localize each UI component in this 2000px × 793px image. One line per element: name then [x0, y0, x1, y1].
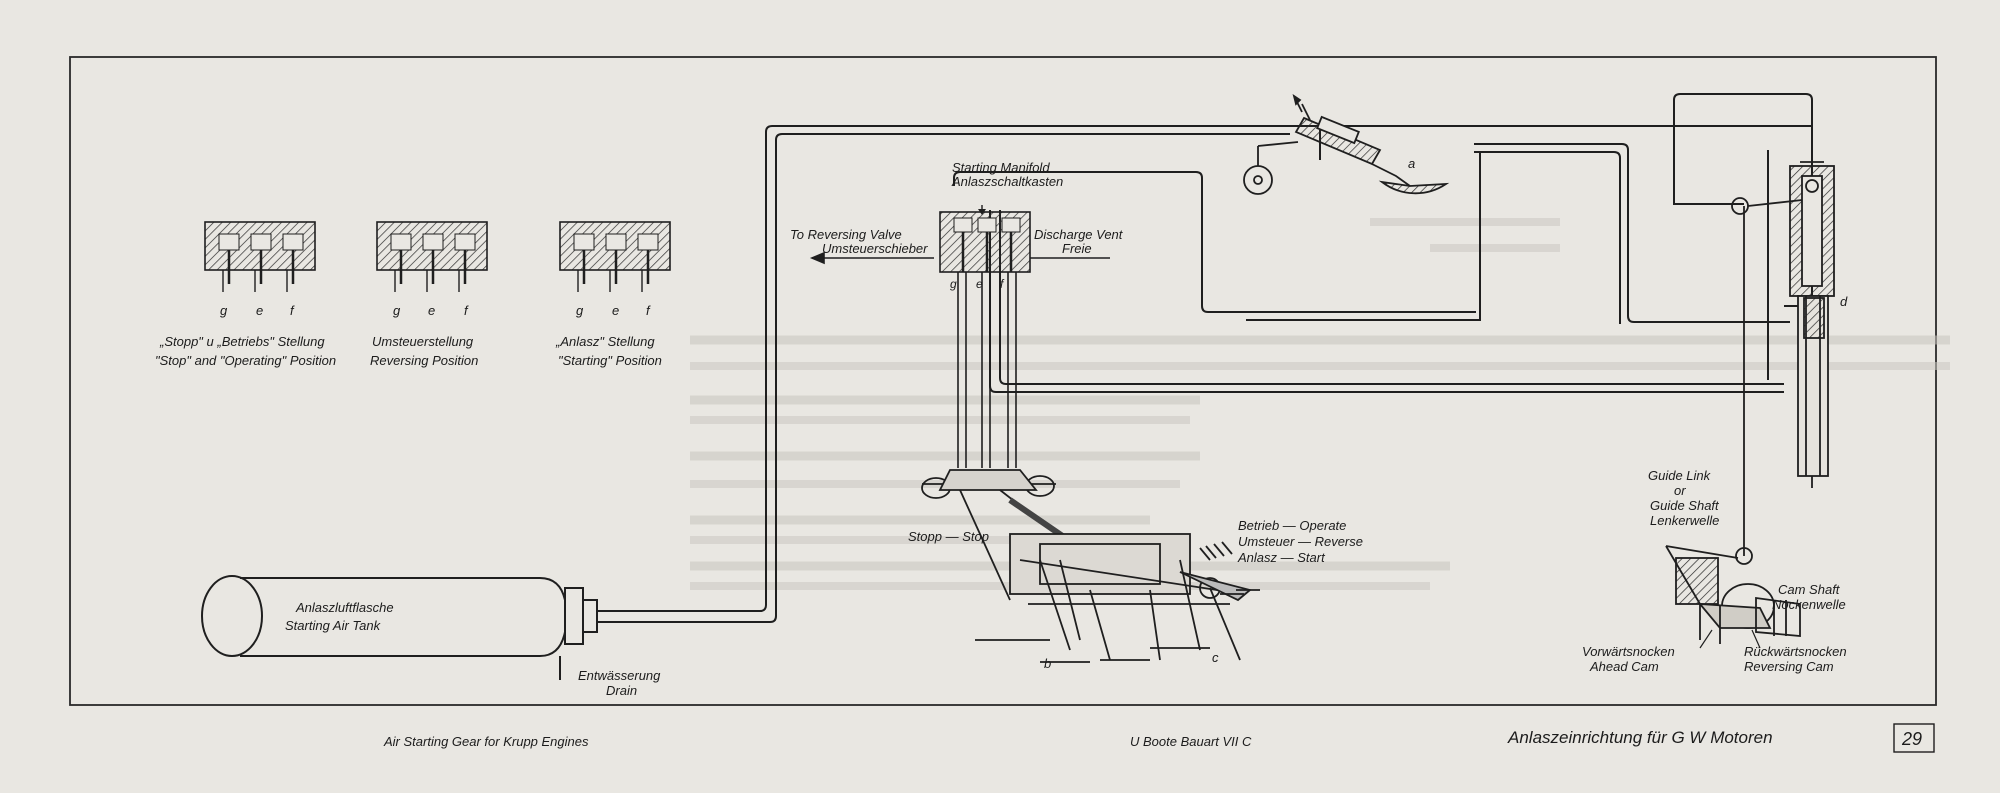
port-label-f: f: [464, 303, 469, 318]
port-label-e: e: [256, 303, 263, 318]
position-block-stop-operating: [204, 221, 316, 292]
footer-right-caption: Anlaszeinrichtung für G W Motoren: [1507, 728, 1773, 747]
port-label-g: g: [220, 303, 228, 318]
guide-link-label-1: Guide Link: [1648, 468, 1712, 483]
reversing-cam-label-en: Reversing Cam: [1744, 659, 1834, 674]
lever-stop-label: Stopp — Stop: [908, 529, 989, 544]
drawing-frame: [69, 56, 1937, 706]
cam-shaft-label-de: Nockenwelle: [1772, 597, 1846, 612]
part-letter-c: c: [1212, 650, 1219, 665]
manifold-port-g: g: [950, 277, 957, 291]
part-letter-b: b: [1044, 656, 1051, 671]
cam-shaft-label-en: Cam Shaft: [1778, 582, 1841, 597]
lever-start-label: Anlasz — Start: [1237, 550, 1326, 565]
reversing-valve-label-en: To Reversing Valve: [790, 227, 902, 242]
page-number-box: [1893, 723, 1935, 753]
position-block-starting: [559, 221, 671, 292]
drain-label-de: Entwässerung: [578, 668, 661, 683]
starting-manifold: [939, 205, 1031, 273]
guide-link-label-3: Guide Shaft: [1650, 498, 1720, 513]
reversing-position-label-de: Umsteuerstellung: [372, 334, 474, 349]
discharge-label-de: Freie: [1062, 241, 1092, 256]
part-letter-a: a: [1408, 156, 1415, 171]
manifold-label-en: Starting Manifold: [952, 160, 1050, 175]
starting-position-label-en: "Starting" Position: [558, 353, 662, 368]
footer-center-caption: U Boote Bauart VII C: [1130, 734, 1252, 749]
starting-air-tank: [201, 575, 598, 680]
tank-label-en: Starting Air Tank: [285, 618, 382, 633]
tank-label-de: Anlaszluftflasche: [295, 600, 394, 615]
discharge-label-en: Discharge Vent: [1034, 227, 1124, 242]
manifold-port-f: f: [1000, 277, 1005, 291]
starting-valve-a: [1243, 93, 1450, 195]
reversing-valve-label-de: Umsteuerschieber: [822, 241, 928, 256]
reversing-cam-label-de: Rückwärtsnocken: [1744, 644, 1847, 659]
starting-position-label-de: „Anlasz" Stellung: [555, 334, 655, 349]
cam-leader-ahead: [1699, 629, 1713, 649]
guide-link-cam-shaft: [1665, 206, 1801, 644]
position-block-reversing: [376, 221, 488, 292]
port-label-g: g: [393, 303, 401, 318]
control-lever-mechanism: [921, 469, 1260, 663]
manifold-port-e: e: [976, 277, 983, 291]
ahead-cam-label-de: Vorwärtsnocken: [1582, 644, 1675, 659]
cam-leader-reversing: [1751, 629, 1761, 649]
stop-operating-label-en: "Stop" and "Operating" Position: [155, 353, 336, 368]
part-letter-d: d: [1840, 294, 1848, 309]
stop-operating-label-de: „Stopp" u „Betriebs" Stellung: [159, 334, 325, 349]
port-label-e: e: [428, 303, 435, 318]
page-number: 29: [1901, 729, 1922, 749]
reversing-position-label-en: Reversing Position: [370, 353, 478, 368]
lever-reverse-label: Umsteuer — Reverse: [1238, 534, 1363, 549]
guide-link-label-2: or: [1674, 483, 1686, 498]
cylinder-starting-valve-d: [1731, 150, 1835, 488]
lever-operate-label: Betrieb — Operate: [1238, 518, 1346, 533]
manifold-arrows: [809, 251, 1110, 265]
port-label-e: e: [612, 303, 619, 318]
port-label-g: g: [576, 303, 584, 318]
manifold-label-de: Anlaszschaltkasten: [951, 174, 1063, 189]
drain-label-en: Drain: [606, 683, 637, 698]
ahead-cam-label-en: Ahead Cam: [1589, 659, 1659, 674]
manifold-rods: [957, 272, 1017, 468]
footer-left-caption: Air Starting Gear for Krupp Engines: [383, 734, 589, 749]
guide-link-label-4: Lenkerwelle: [1650, 513, 1719, 528]
port-label-f: f: [646, 303, 651, 318]
port-label-f: f: [290, 303, 295, 318]
